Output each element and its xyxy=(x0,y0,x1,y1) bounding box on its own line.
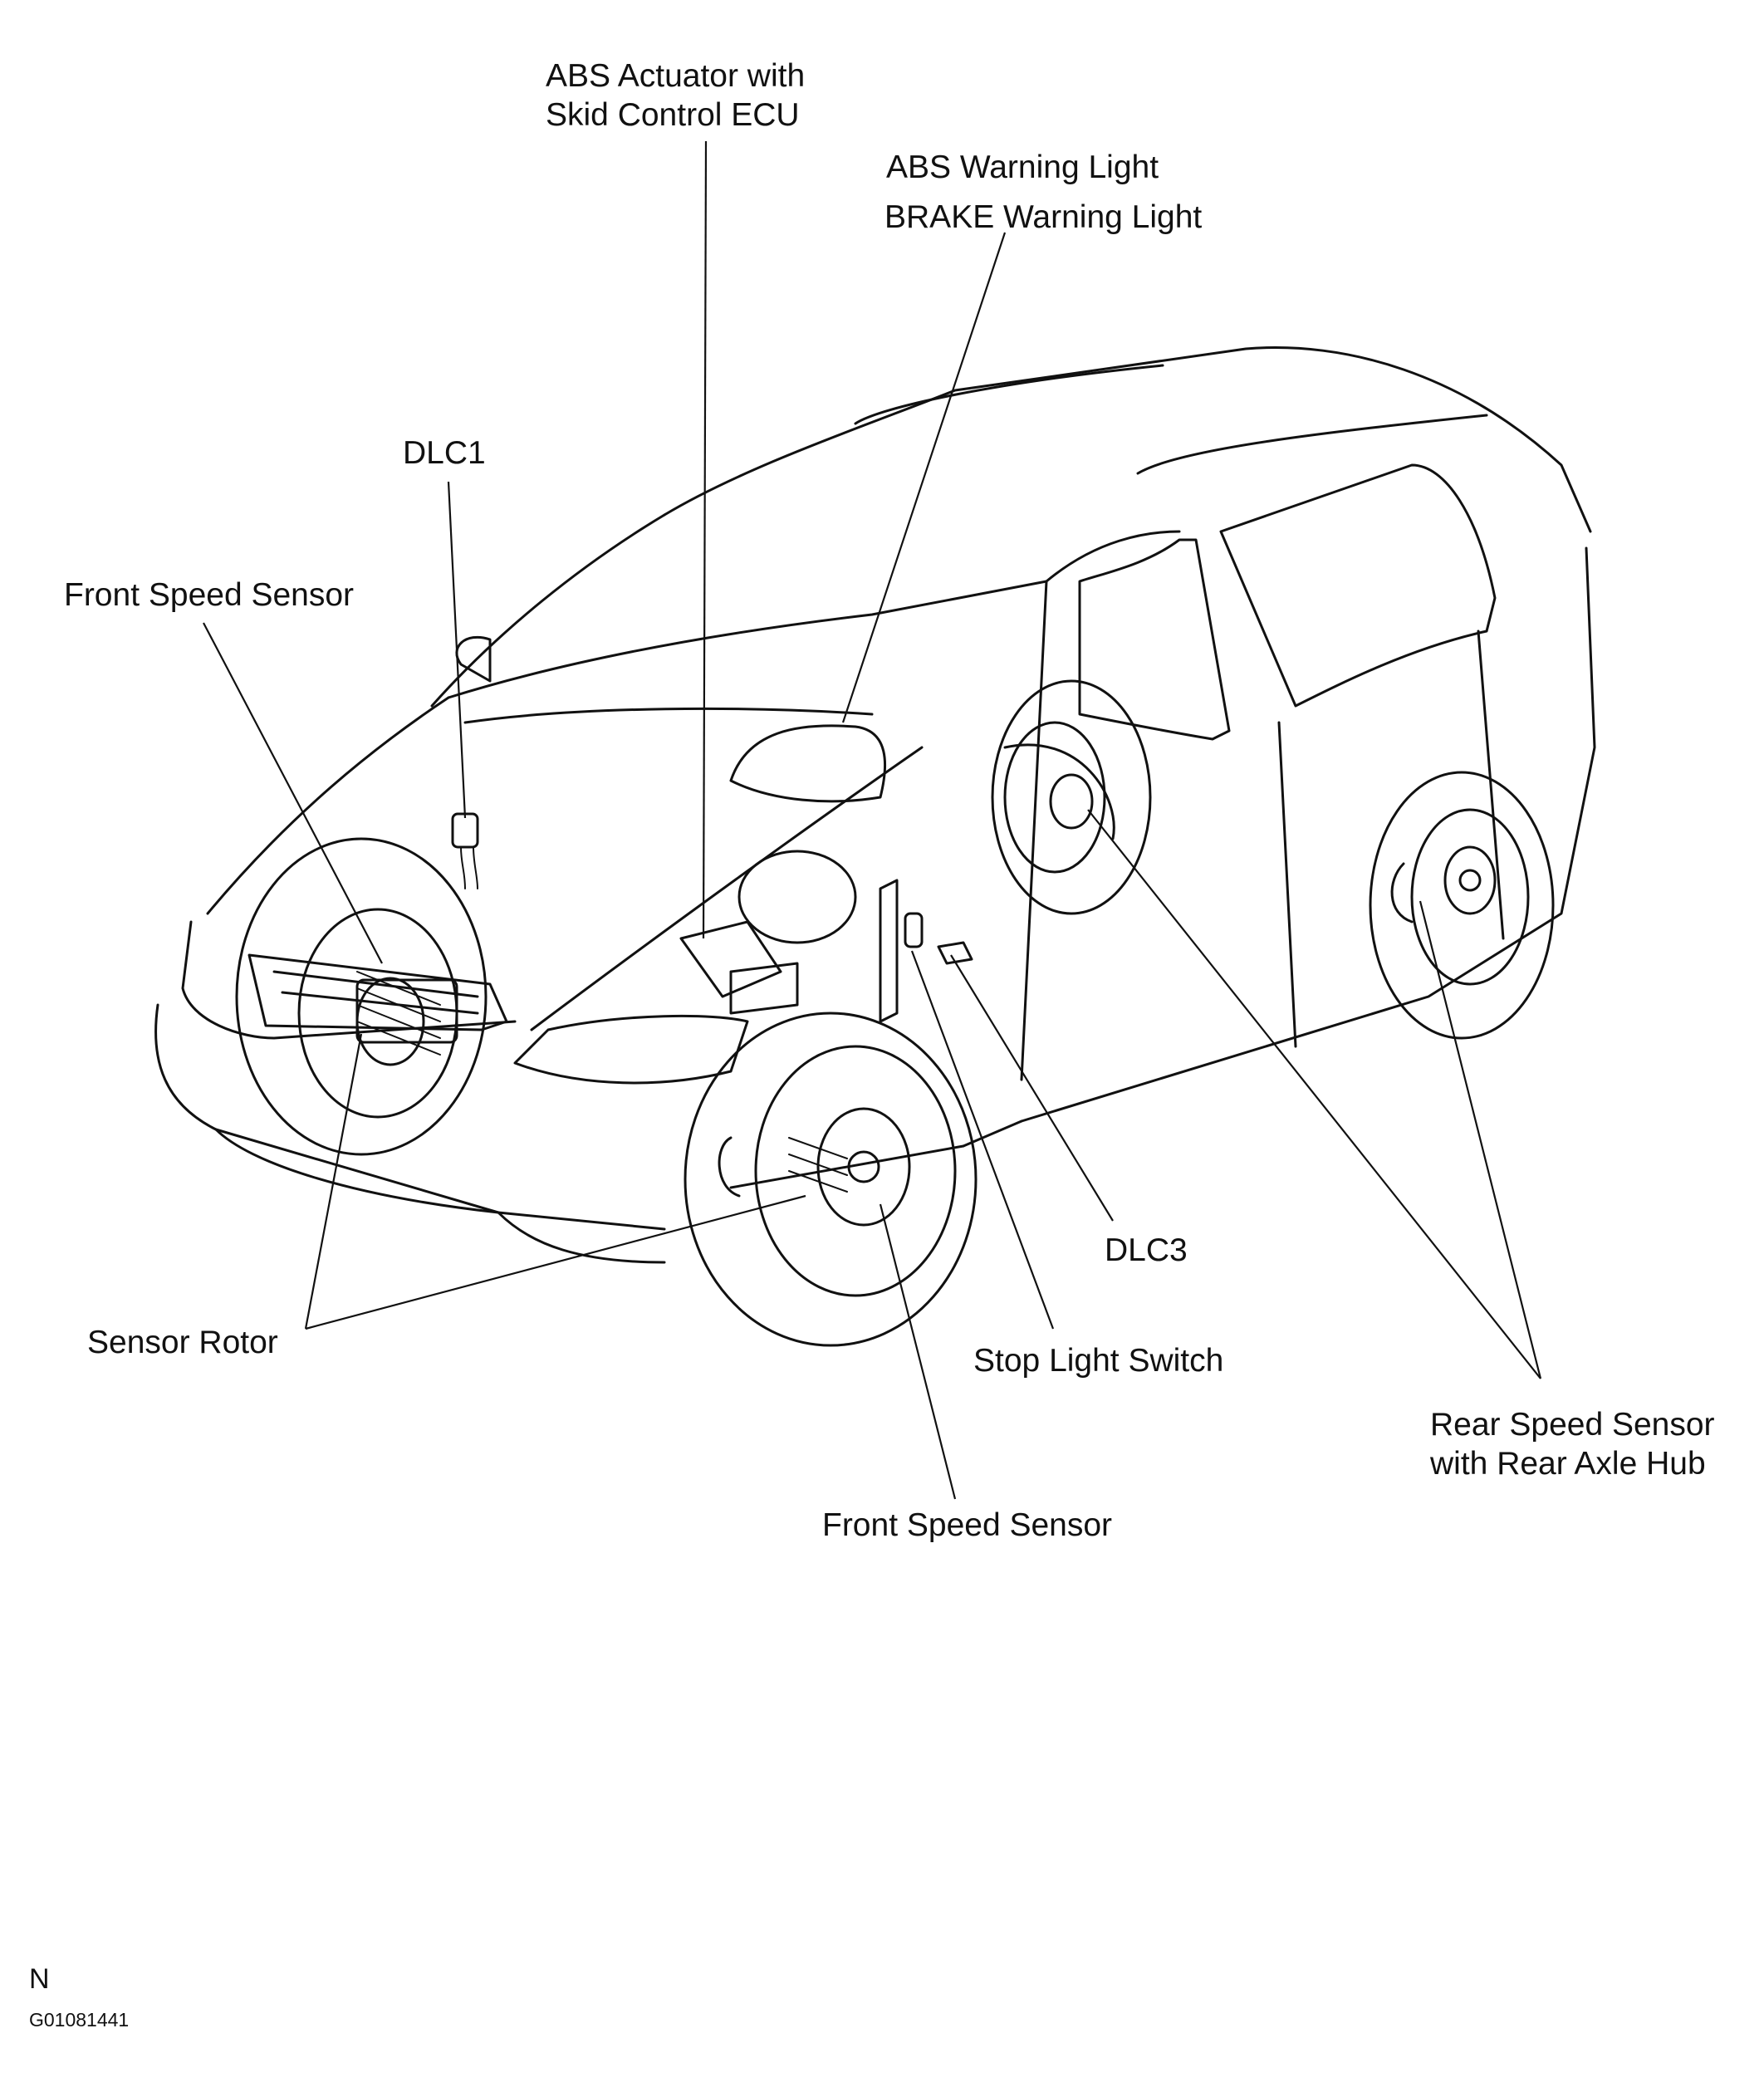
label-sensor-rotor: Sensor Rotor xyxy=(87,1325,278,1360)
leader-front-speed-sensor-bottom xyxy=(879,1203,957,1500)
leader-dlc3 xyxy=(950,954,1114,1222)
front-right-wheel xyxy=(684,1012,978,1347)
label-abs-actuator-line2: Skid Control ECU xyxy=(546,97,800,133)
figure-id: G01081441 xyxy=(29,2009,130,2031)
label-rear-speed-sensor-line1: Rear Speed Sensor xyxy=(1430,1407,1715,1443)
label-dlc3: DLC3 xyxy=(1105,1232,1188,1268)
label-brake-warning-light: BRAKE Warning Light xyxy=(884,199,1203,235)
leader-sensor-rotor-2 xyxy=(305,1194,806,1330)
leader-rear-speed-sensor-1 xyxy=(1087,809,1541,1379)
label-stop-light-switch: Stop Light Switch xyxy=(973,1343,1224,1379)
label-dlc1: DLC1 xyxy=(403,435,486,471)
view-code: N xyxy=(29,1963,50,1995)
rear-left-wheel xyxy=(991,679,1152,915)
leader-stop-light-switch xyxy=(910,950,1055,1330)
label-front-speed-sensor-bottom: Front Speed Sensor xyxy=(822,1507,1113,1543)
leader-dlc1 xyxy=(447,481,467,819)
leader-lines xyxy=(203,140,1542,1500)
label-rear-speed-sensor: Rear Speed Sensor with Rear Axle Hub xyxy=(1430,1405,1715,1483)
leader-brake-warning xyxy=(841,232,1007,723)
label-front-speed-sensor-left: Front Speed Sensor xyxy=(64,577,355,613)
label-abs-actuator-line1: ABS Actuator with xyxy=(546,58,806,94)
label-abs-actuator: ABS Actuator with Skid Control ECU xyxy=(546,56,805,135)
front-left-wheel xyxy=(235,837,488,1156)
leader-rear-speed-sensor-2 xyxy=(1419,900,1542,1379)
rear-right-wheel xyxy=(1369,771,1555,1040)
label-abs-warning-light: ABS Warning Light xyxy=(886,149,1159,185)
leader-front-speed-sensor-left xyxy=(203,622,383,964)
label-rear-speed-sensor-line2: with Rear Axle Hub xyxy=(1430,1446,1706,1482)
vehicle-outline xyxy=(154,346,1596,1264)
leader-abs-actuator xyxy=(702,140,708,939)
leader-sensor-rotor-1 xyxy=(304,1033,363,1330)
